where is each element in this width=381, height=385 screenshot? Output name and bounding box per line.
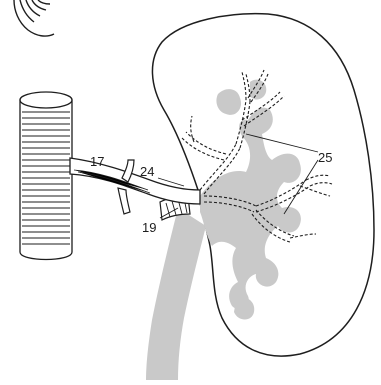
label-19: 19 (142, 220, 156, 235)
label-24: 24 (140, 164, 154, 179)
label-25: 25 (318, 150, 332, 165)
lower-branch (118, 188, 130, 214)
top-vessel-fragment (14, 0, 54, 36)
aorta (20, 92, 72, 260)
label-17: 17 (90, 154, 104, 169)
